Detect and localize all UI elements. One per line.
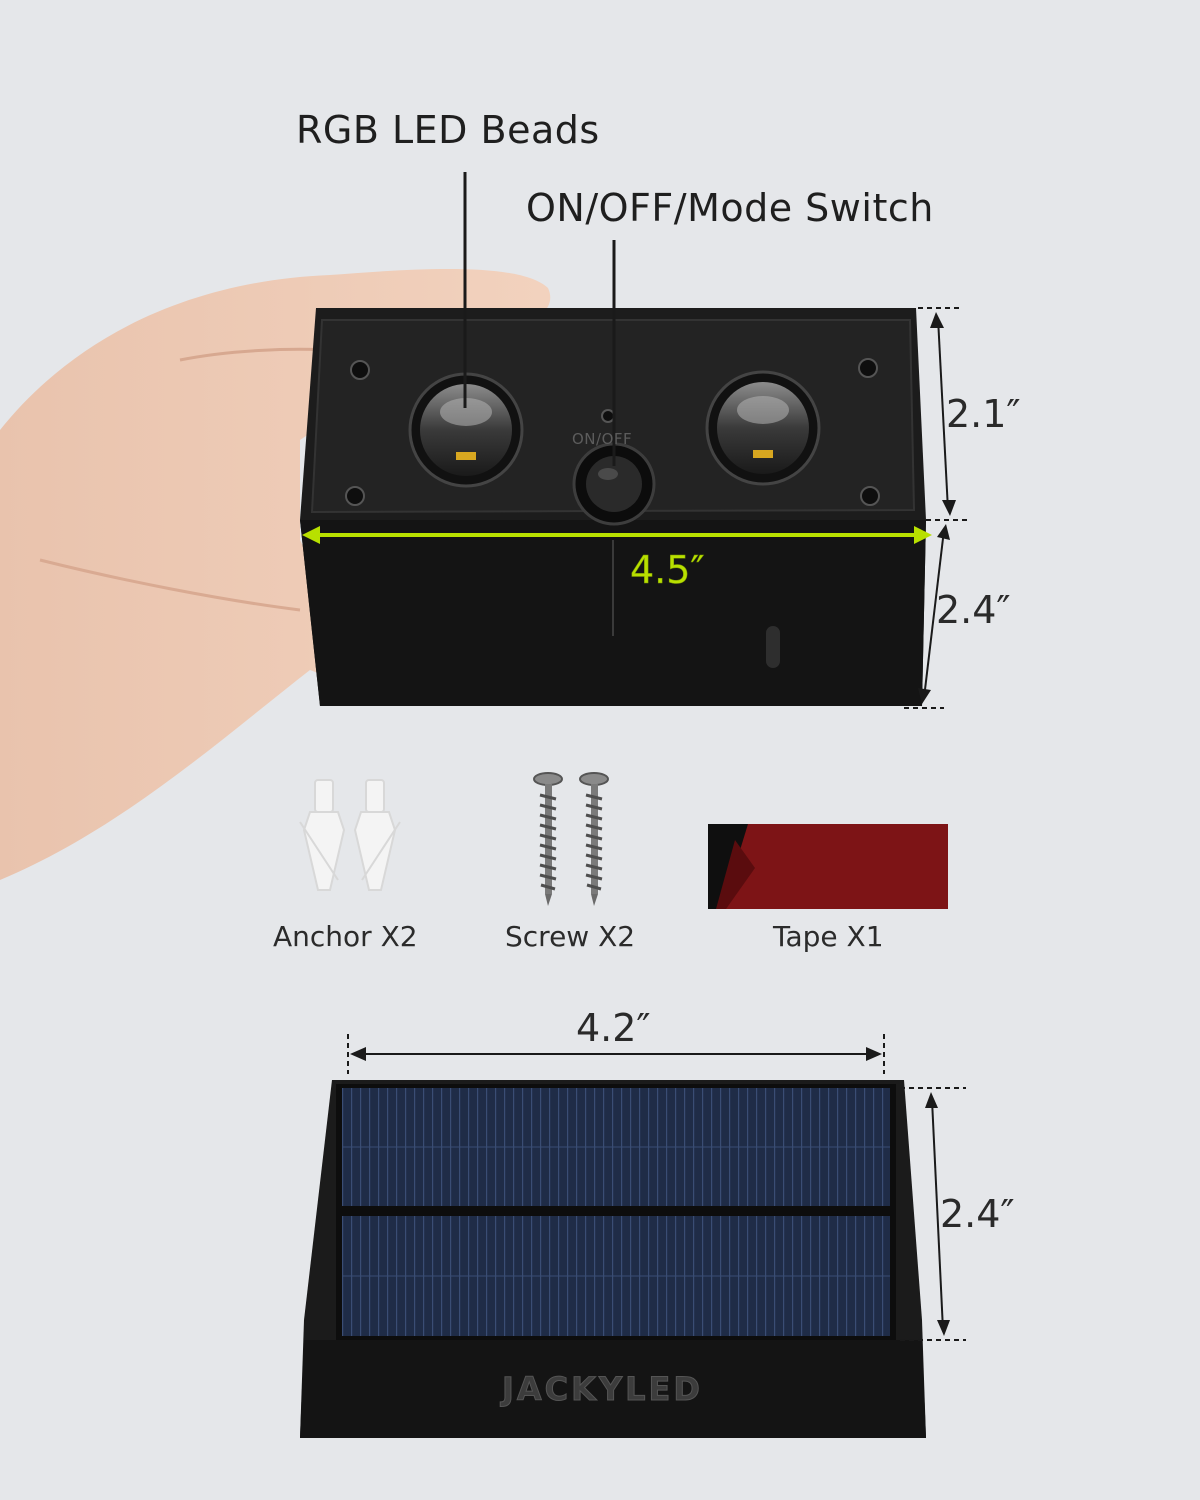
accessory-label-screw: Screw X2 — [505, 920, 636, 953]
callout-mode-switch: ON/OFF/Mode Switch — [526, 186, 934, 230]
dimension-line-panel-height — [900, 1087, 966, 1341]
adhesive-tape-icon — [708, 824, 948, 909]
mode-switch-button — [572, 442, 656, 526]
dimension-line-length — [302, 526, 932, 544]
dimension-panel-height: 2.4″ — [940, 1192, 1015, 1236]
solar-panel-housing — [300, 1080, 926, 1438]
dimension-line-panel-width — [347, 1034, 885, 1074]
accessory-label-tape: Tape X1 — [773, 920, 884, 953]
dimension-light-bottom-height: 2.4″ — [936, 588, 1011, 632]
dimension-light-length: 4.5″ — [630, 548, 705, 593]
dimension-line-light-height — [904, 307, 970, 709]
rgb-led-bead-left — [408, 372, 524, 488]
rgb-led-bead-right — [705, 370, 821, 486]
dimension-light-top-height: 2.1″ — [946, 392, 1021, 436]
brand-logo: JACKYLED — [502, 1370, 703, 1409]
dimension-panel-width: 4.2″ — [576, 1006, 651, 1050]
accessory-label-anchor: Anchor X2 — [273, 920, 418, 953]
screw-icon — [533, 772, 609, 906]
wall-anchor-icon — [299, 779, 401, 891]
callout-rgb-led-beads: RGB LED Beads — [296, 108, 600, 152]
switch-engraving: ON/OFF — [572, 430, 633, 448]
